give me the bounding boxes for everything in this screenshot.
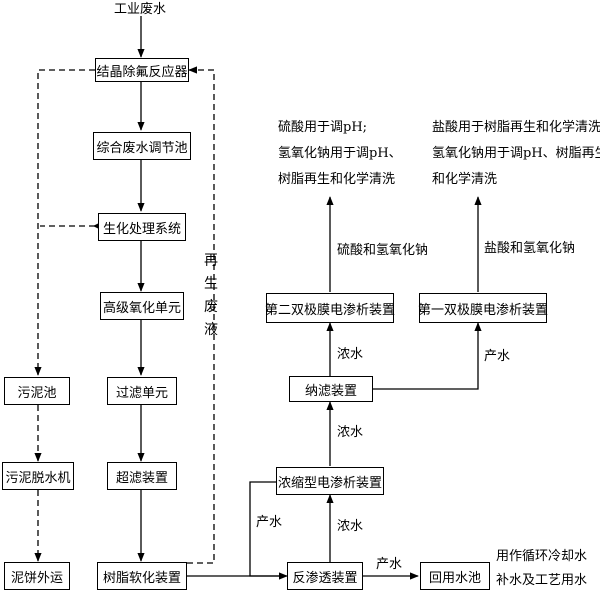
bmed1-output-line-2: 氢氧化钠用于调pH、树脂再生 <box>432 146 600 161</box>
ed-concentrate-label: 浓水 <box>337 425 364 440</box>
reverse-osmosis-unit: 反渗透装置 <box>287 562 363 590</box>
sludge-cake-disposal: 泥饼外运 <box>4 562 70 590</box>
nf-concentrate-label: 浓水 <box>337 347 364 362</box>
reuse-purpose-line-2: 补水及工艺用水 <box>496 573 588 588</box>
wastewater-equalization-tank: 综合废水调节池 <box>93 132 191 160</box>
first-bipolar-membrane-ed-unit: 第一双极膜电渗析装置 <box>418 293 548 323</box>
sludge-tank: 污泥池 <box>4 377 70 405</box>
regeneration-waste-label: 再生废液 <box>204 253 218 338</box>
ed-product-water-label: 产水 <box>256 515 283 530</box>
crystal-defluoride-reactor: 结晶除氟反应器 <box>95 58 189 82</box>
second-bipolar-membrane-ed-unit: 第二双极膜电渗析装置 <box>265 293 395 323</box>
ro-product-water-label: 产水 <box>376 557 403 572</box>
bmed2-output-line-3: 树脂再生和化学清洗 <box>278 172 396 187</box>
biological-treatment-system: 生化处理系统 <box>98 213 186 241</box>
industrial-wastewater-label: 工业废水 <box>114 2 167 17</box>
concentrating-electrodialysis-unit: 浓缩型电渗析装置 <box>276 467 384 495</box>
advanced-oxidation-unit: 高级氧化单元 <box>100 292 184 320</box>
bmed1-products-label: 盐酸和氢氧化钠 <box>484 241 576 256</box>
reuse-purpose-line-1: 用作循环冷却水 <box>496 549 588 564</box>
ultrafiltration-unit: 超滤装置 <box>107 462 177 490</box>
sludge-dewatering-machine: 污泥脱水机 <box>2 462 74 490</box>
ro-concentrate-label: 浓水 <box>337 519 364 534</box>
nf-product-water-label: 产水 <box>484 349 511 364</box>
bmed1-output-line-1: 盐酸用于树脂再生和化学清洗; <box>432 120 600 135</box>
nanofiltration-unit: 纳滤装置 <box>289 376 373 402</box>
bmed2-products-label: 硫酸和氢氧化钠 <box>337 243 429 258</box>
resin-softening-unit: 树脂软化装置 <box>97 562 187 590</box>
bmed1-output-line-3: 和化学清洗 <box>432 172 498 187</box>
filtration-unit: 过滤单元 <box>107 377 177 405</box>
reuse-water-tank: 回用水池 <box>420 562 490 590</box>
bmed2-output-line-2: 氢氧化钠用于调pH、 <box>278 146 402 161</box>
bmed2-output-line-1: 硫酸用于调pH; <box>278 120 368 135</box>
